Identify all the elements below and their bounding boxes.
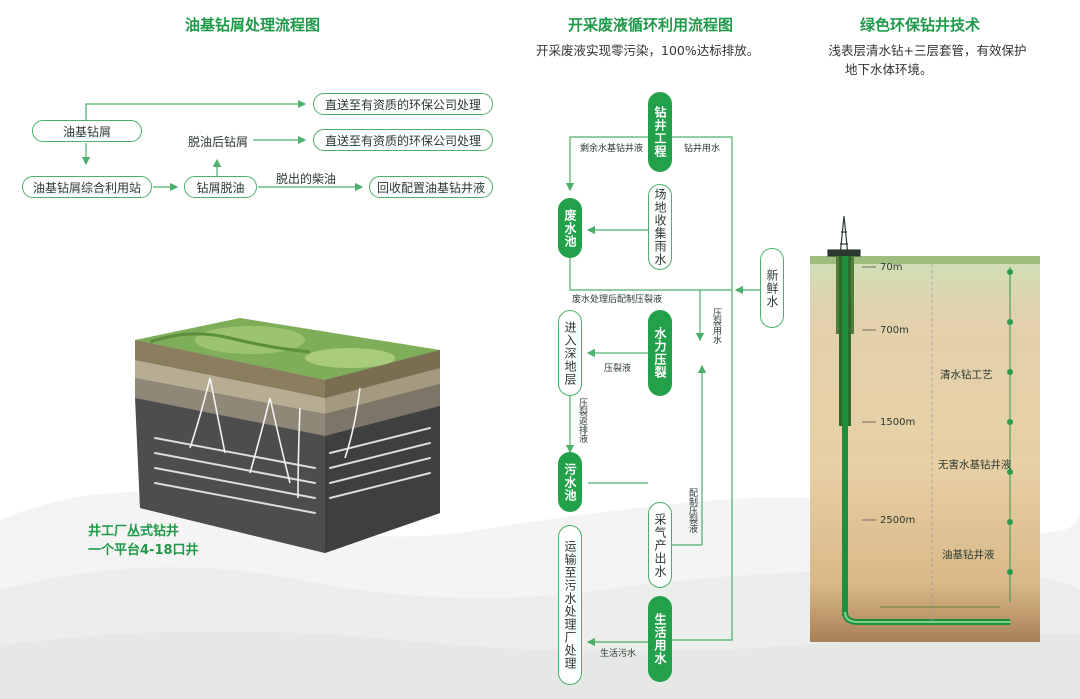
box-oil-cuttings: 油基钻屑 [32,120,142,142]
caption-line-1: 井工厂丛式钻井 [88,524,180,539]
label-leftover-fluid: 剩余水基钻井液 [580,144,644,154]
depth-700m: 700m [880,325,909,336]
label-extracted-diesel: 脱出的柴油 [276,172,337,186]
panel2-title: 开采废液循环利用流程图 [568,16,734,34]
node-transport-treatment: 运输至污水处理厂处理 [558,525,582,685]
panel2-connectors [565,136,760,647]
panel3-subtitle-line-1: 浅表层清水钻+三层套管，有效保护 [828,43,1027,58]
node-fresh-water: 新鲜水 [760,248,784,328]
cluster-drilling-caption: 井工厂丛式钻井 一个平台4-18口井 [88,522,199,560]
node-site-rainwater: 场地收集雨水 [648,184,672,270]
label-drilling-water: 钻井用水 [684,144,721,154]
label-flowback: 压裂返排液 [577,398,587,443]
zone-clean-water-drilling: 清水钻工艺 [940,369,993,381]
box-direct-treatment-2: 直送至有资质的环保公司处理 [313,129,493,151]
depth-1500m: 1500m [880,417,916,428]
node-hydraulic-fracturing: 水力压裂 [648,310,672,396]
label-after-deoil: 脱油后钻屑 [188,135,249,149]
node-sewage-pool: 污水池 [558,452,582,512]
box-utilization-station: 油基钻屑综合利用站 [22,176,152,198]
box-direct-treatment-1: 直送至有资质的环保公司处理 [313,93,493,115]
depth-2500m: 2500m [880,515,916,526]
panel1-title: 油基钻屑处理流程图 [185,16,321,34]
panel1-connectors [81,99,364,192]
label-domestic-sewage: 生活污水 [600,649,637,659]
panel3-subtitle-line-2: 地下水体环境。 [845,62,933,77]
node-drilling-engineering: 钻井工程 [648,92,672,172]
label-frac-fluid: 压裂液 [604,364,632,374]
panel2-subtitle: 开采废液实现零污染，100%达标排放。 [536,43,760,58]
box-cuttings-deoil: 钻屑脱油 [184,176,257,198]
well-cross-section [810,215,1040,642]
node-deep-formation: 进入深地层 [558,310,582,396]
caption-line-2: 一个平台4-18口井 [88,543,199,558]
node-waste-pool: 废水池 [558,198,582,258]
label-frac-water: 压裂用水 [711,308,721,344]
label-after-treatment: 废水处理后配制压裂液 [572,295,663,305]
zone-oil-based-fluid: 油基钻井液 [942,549,995,561]
zone-water-based-fluid: 无害水基钻井液 [938,459,1012,471]
cluster-well-block-illustration [135,318,440,553]
label-prep-frac: 配制压裂液 [687,488,697,533]
box-recycle-fluid: 回收配置油基钻井液 [369,176,493,198]
node-produced-water: 采气产出水 [648,502,672,588]
panel3-subtitle: 浅表层清水钻+三层套管，有效保护 地下水体环境。 [815,41,1040,79]
depth-70m: 70m [880,262,903,273]
panel3-title: 绿色环保钻井技术 [860,16,981,34]
node-domestic-water: 生活用水 [648,596,672,682]
